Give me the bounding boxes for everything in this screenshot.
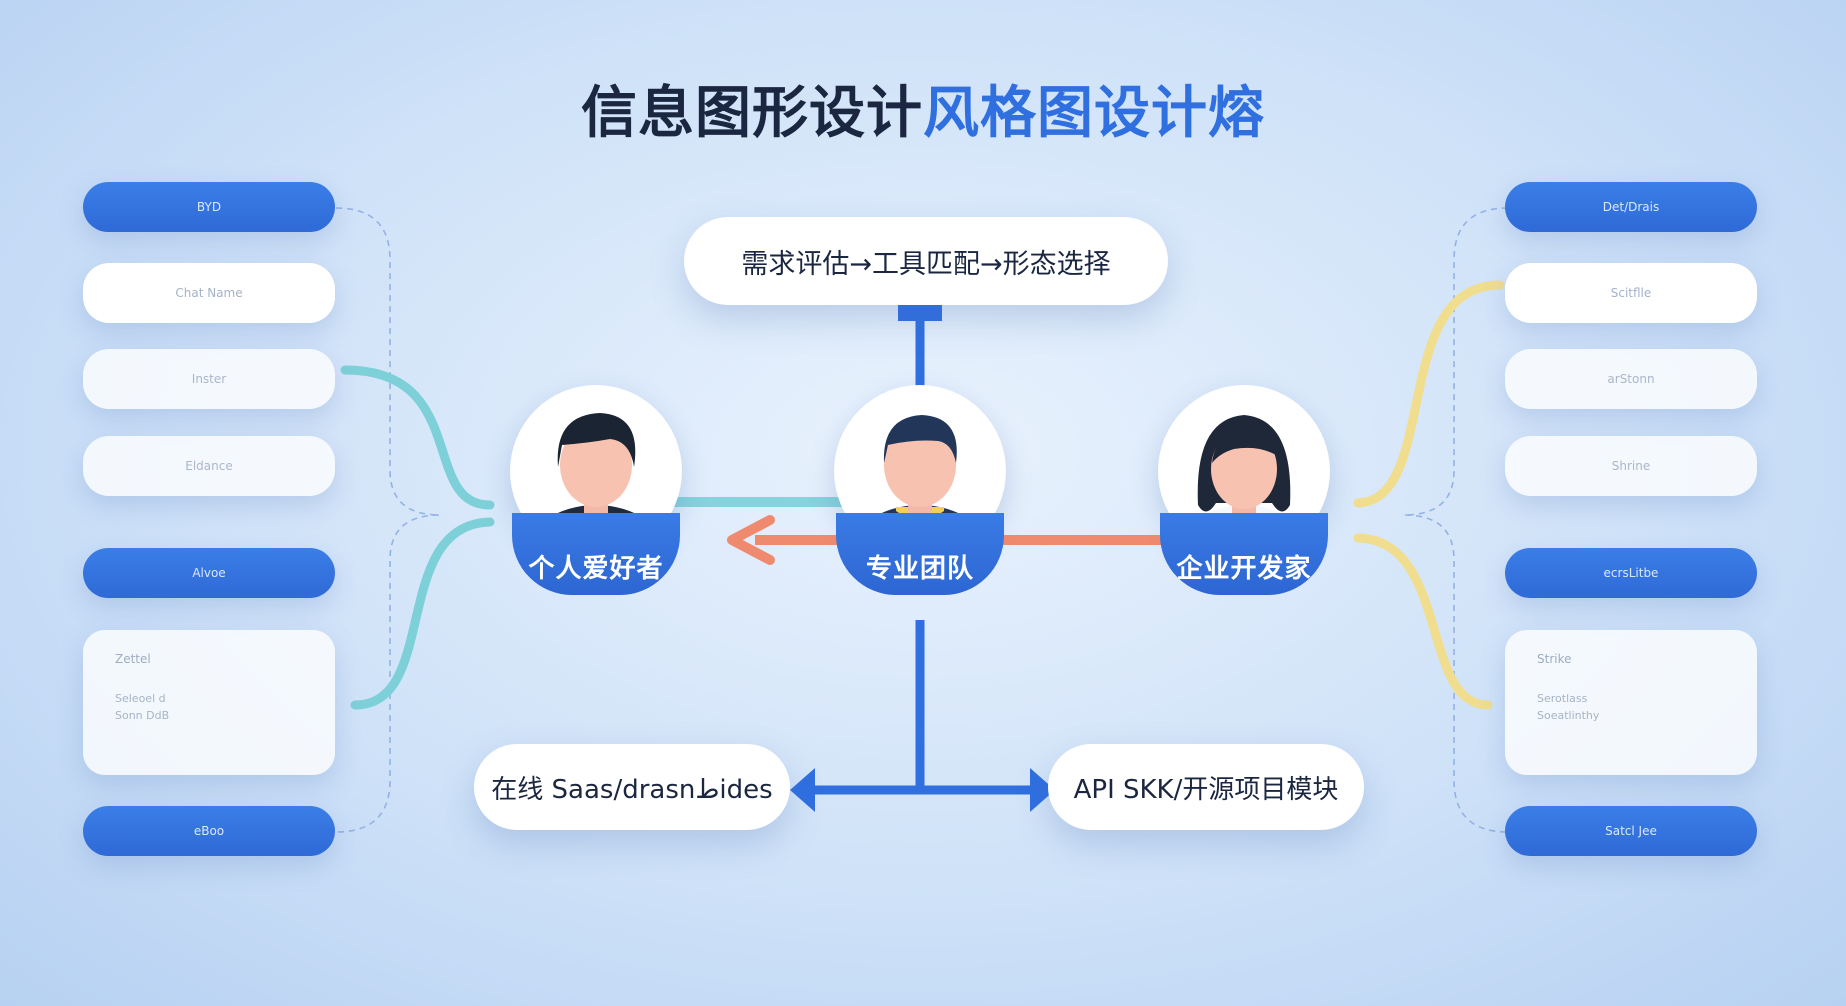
api-option-label: API SKK/开源项目模块 <box>1073 774 1339 805</box>
right-panel-item-label: Scitflle <box>1610 286 1652 300</box>
right-panel-card[interactable]: Strike Serotlass Soeatlinthy <box>1505 630 1757 775</box>
left-panel-item-label: eBoo <box>193 824 225 838</box>
right-card-line: Soeatlinthy <box>1537 709 1600 722</box>
left-panel-item[interactable]: Eldance <box>83 436 335 496</box>
right-panel-item[interactable]: Scitflle <box>1505 263 1757 323</box>
right-panel-item[interactable]: arStonn <box>1505 349 1757 409</box>
api-option-bubble: API SKK/开源项目模块 <box>1048 744 1364 830</box>
right-panel-item[interactable]: Shrine <box>1505 436 1757 496</box>
right-panel-item-label: Shrine <box>1611 459 1651 473</box>
persona-enterprise-dev[interactable]: 企业开发家 <box>1158 385 1330 600</box>
left-card-title: Zettel <box>115 652 151 666</box>
left-panel-item[interactable]: eBoo <box>83 806 335 856</box>
right-panel-item[interactable]: Det/Drais <box>1505 182 1757 232</box>
left-panel-item-label: BYD <box>196 200 222 214</box>
title-part-blue: 风格图设计熔 <box>923 81 1265 146</box>
persona-hobbyist[interactable]: 个人爱好者 <box>510 385 682 600</box>
right-panel-item-label: Satcl Jee <box>1605 824 1657 838</box>
persona-name-badge: 专业团队 <box>836 513 1004 595</box>
persona-pro-team[interactable]: 专业团队 <box>834 385 1006 600</box>
left-panel-item-label: Inster <box>191 372 227 386</box>
yellow-curve-upper <box>1353 280 1505 508</box>
process-flow-bubble: 需求评估→工具匹配→形态选择 <box>684 217 1168 305</box>
right-dashed-bracket <box>1403 207 1509 833</box>
persona-name: 专业团队 <box>865 553 974 584</box>
arrow-head-left <box>790 768 815 812</box>
saas-option-bubble: 在线 Saas/drasnطides <box>474 744 790 830</box>
left-dashed-bracket <box>335 207 441 833</box>
left-panel-card[interactable]: Zettel Seleoel d Sonn DdB <box>83 630 335 775</box>
right-card-title: Strike <box>1537 652 1572 666</box>
teal-curve-lower <box>350 517 495 710</box>
right-panel-item-label: ecrsLitbe <box>1603 566 1659 580</box>
persona-name: 个人爱好者 <box>528 553 664 584</box>
left-panel-item[interactable]: BYD <box>83 182 335 232</box>
salmon-arrow-head <box>727 515 775 565</box>
yellow-curve-lower <box>1353 533 1493 710</box>
persona-name: 企业开发家 <box>1176 553 1312 584</box>
right-panel-item-label: arStonn <box>1607 372 1655 386</box>
process-flow-label: 需求评估→工具匹配→形态选择 <box>741 248 1111 280</box>
right-panel-item[interactable]: ecrsLitbe <box>1505 548 1757 598</box>
teal-curve-upper <box>340 365 495 510</box>
right-panel-item-label: Det/Drais <box>1602 200 1660 214</box>
title-part-dark: 信息图形设计 <box>581 81 923 146</box>
persona-name-badge: 企业开发家 <box>1160 513 1328 595</box>
right-panel-item[interactable]: Satcl Jee <box>1505 806 1757 856</box>
left-panel-item[interactable]: Alvoe <box>83 548 335 598</box>
arrow-head-right <box>1030 768 1055 812</box>
left-card-line: Seleoel d <box>115 692 166 705</box>
left-card-line: Sonn DdB <box>115 709 170 722</box>
saas-option-label: 在线 Saas/drasnطides <box>491 774 773 805</box>
persona-name-badge: 个人爱好者 <box>512 513 680 595</box>
right-card-line: Serotlass <box>1537 692 1588 705</box>
left-panel-item-label: Eldance <box>185 459 233 473</box>
left-panel-item-label: Chat Name <box>175 286 243 300</box>
left-panel-item[interactable]: Inster <box>83 349 335 409</box>
page-title: 信息图形设计风格图设计熔 <box>0 78 1846 150</box>
left-panel-item-label: Alvoe <box>192 566 226 580</box>
left-panel-item[interactable]: Chat Name <box>83 263 335 323</box>
top-connector-cap <box>898 305 942 321</box>
